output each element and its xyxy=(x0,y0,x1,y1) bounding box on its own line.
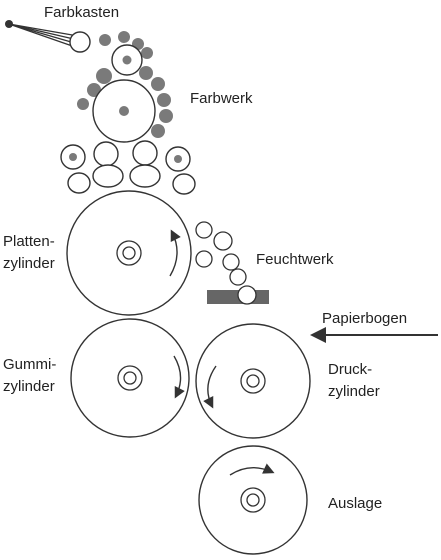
label-farbkasten: Farbkasten xyxy=(44,4,119,21)
label-druckzylinder-1: Druck- xyxy=(328,361,372,378)
inking-unit xyxy=(60,31,196,195)
label-papierbogen: Papierbogen xyxy=(322,310,407,327)
rotation-arrow-icon xyxy=(203,365,217,409)
impression-cylinder xyxy=(195,323,311,439)
ink-fountain xyxy=(5,20,91,53)
plate-cylinder xyxy=(66,190,192,316)
delivery-cylinder xyxy=(198,445,308,555)
rotation-arrow-icon xyxy=(169,229,181,277)
label-farbwerk: Farbwerk xyxy=(190,90,253,107)
rotation-arrow-icon xyxy=(229,463,275,476)
label-druckzylinder-2: zylinder xyxy=(328,383,380,400)
label-plattenzylinder-1: Platten- xyxy=(3,233,55,250)
label-auslage: Auslage xyxy=(328,495,382,512)
label-plattenzylinder-2: zylinder xyxy=(3,255,55,272)
blanket-cylinder xyxy=(70,318,190,438)
rotation-arrow-icon xyxy=(173,355,185,399)
dampening-unit xyxy=(195,221,269,305)
label-gummizylinder-1: Gummi- xyxy=(3,356,56,373)
label-feuchtwerk: Feuchtwerk xyxy=(256,251,334,268)
label-gummizylinder-2: zylinder xyxy=(3,378,55,395)
